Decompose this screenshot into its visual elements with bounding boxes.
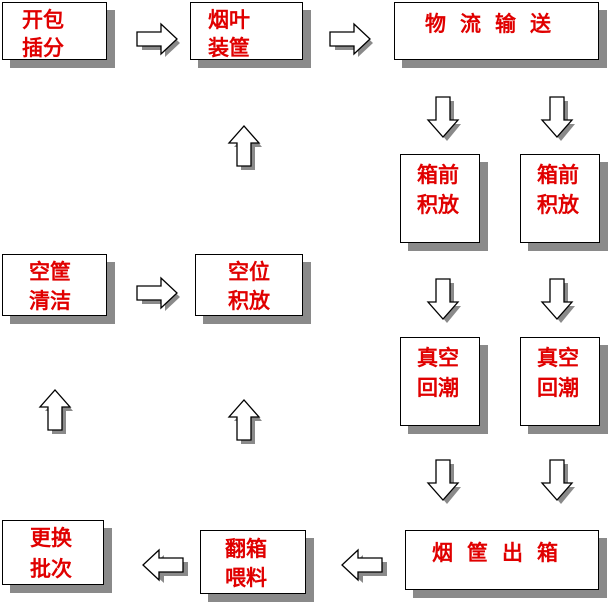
node-leaf-pack-line2: 装筐 [208,36,250,60]
arrow-down-icon [540,278,575,323]
node-buffer-left-line2: 积放 [417,193,459,217]
node-open-insert-line2: 插分 [22,36,64,60]
node-vacuum-right: 真空 回潮 [520,337,600,426]
node-basket-out: 烟筐出箱 [405,530,599,590]
arrow-up-icon [38,389,73,434]
arrow-down-icon [540,96,575,141]
node-buffer-right: 箱前 积放 [520,154,600,243]
node-buffer-left-line1: 箱前 [417,163,459,187]
arrow-down-icon [426,96,461,141]
node-empty-store: 空位 积放 [195,254,303,316]
node-change-batch-line1: 更换 [30,526,72,550]
node-buffer-right-line1: 箱前 [537,163,579,187]
node-change-batch-line2: 批次 [30,557,72,581]
node-flip-feed-line2: 喂料 [225,566,267,590]
node-vacuum-right-line2: 回潮 [537,376,579,400]
arrow-right-icon [136,22,180,57]
arrow-left-icon [341,548,387,583]
node-vacuum-left-line1: 真空 [417,346,459,370]
node-change-batch: 更换 批次 [2,520,104,585]
node-empty-clean-line2: 清洁 [29,289,71,313]
arrow-down-icon [426,278,461,323]
node-logistics-label: 物流输送 [425,12,565,36]
arrow-down-icon [540,459,575,504]
node-open-insert-line1: 开包 [22,8,64,32]
arrow-up-icon [227,399,262,444]
node-vacuum-left: 真空 回潮 [400,337,480,426]
arrow-up-icon [227,125,262,170]
arrow-down-icon [426,459,461,504]
node-leaf-pack: 烟叶 装筐 [190,2,303,60]
node-empty-store-line1: 空位 [228,260,270,284]
node-logistics: 物流输送 [394,2,599,60]
node-empty-store-line2: 积放 [228,289,270,313]
node-basket-out-label: 烟筐出箱 [432,541,572,565]
node-vacuum-left-line2: 回潮 [417,376,459,400]
arrow-left-icon [142,548,188,583]
node-empty-clean-line1: 空筐 [29,260,71,284]
node-vacuum-right-line1: 真空 [537,346,579,370]
arrow-right-icon [136,276,180,311]
node-open-insert: 开包 插分 [2,2,107,60]
node-leaf-pack-line1: 烟叶 [208,8,250,32]
node-flip-feed: 翻箱 喂料 [200,530,306,594]
arrow-right-icon [329,22,373,57]
node-empty-clean: 空筐 清洁 [2,254,107,316]
node-flip-feed-line1: 翻箱 [225,537,267,561]
node-buffer-left: 箱前 积放 [400,154,480,243]
node-buffer-right-line2: 积放 [537,193,579,217]
